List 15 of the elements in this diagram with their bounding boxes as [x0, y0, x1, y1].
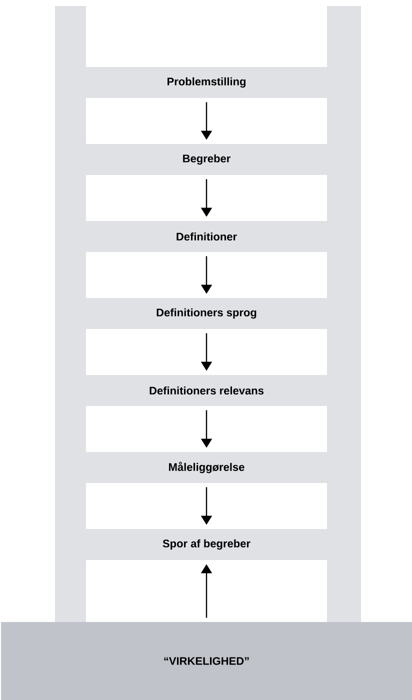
node-label: Definitioners sprog: [156, 308, 256, 319]
node-label: Definitioner: [176, 232, 237, 241]
ladder-rung: Problemstilling: [86, 67, 327, 98]
node-label: Måleliggørelse: [169, 462, 244, 474]
ground-block: “VIRKELIGHED”: [1, 622, 412, 700]
ladder-rung: Spor af begreber: [86, 529, 327, 560]
ladder-rung: Begreber: [86, 144, 327, 175]
node-label: Definitioners relevans: [150, 386, 264, 395]
node-label: Problemstilling: [168, 77, 246, 88]
ladder-rung: Måleliggørelse: [86, 452, 327, 483]
node-label: Spor af begreber: [162, 539, 250, 550]
ladder-rung: Definitioners relevans: [86, 375, 327, 406]
node-label: Begreber: [183, 154, 230, 165]
ladder-rung: Definitioner: [86, 221, 327, 252]
ladder-rung: Definitioners sprog: [86, 298, 327, 329]
